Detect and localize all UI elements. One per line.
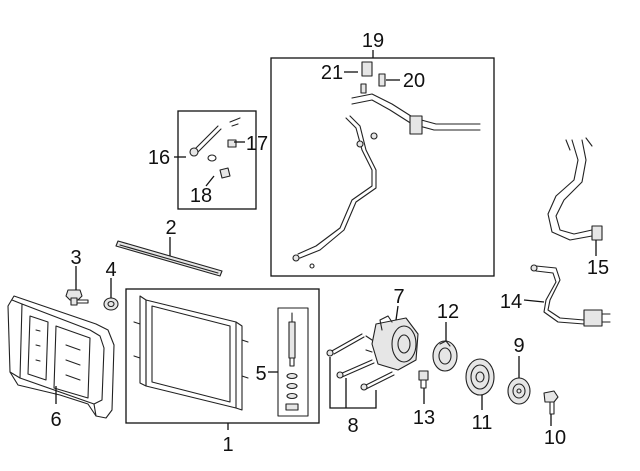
callout-1: 1 <box>222 434 233 456</box>
callout-9: 9 <box>513 335 524 357</box>
callout-14: 14 <box>500 291 522 313</box>
callout-10: 10 <box>544 427 566 449</box>
callout-20: 20 <box>403 70 425 92</box>
part-pulley[interactable] <box>465 358 495 396</box>
callout-3: 3 <box>70 247 81 269</box>
callout-6: 6 <box>50 409 61 431</box>
callout-2: 2 <box>165 217 176 239</box>
condenser-group-box <box>125 288 320 424</box>
part-discharge-hose[interactable] <box>530 264 611 327</box>
callout-11: 11 <box>472 412 493 434</box>
part-nut-4[interactable] <box>103 297 119 311</box>
part-compressor[interactable] <box>365 315 419 371</box>
liquid-line-group-box <box>270 57 495 277</box>
part-receiver-drier-kit[interactable] <box>277 307 309 417</box>
part-suction-hose[interactable] <box>547 137 603 241</box>
part-liquid-line[interactable] <box>292 61 481 269</box>
part-condenser[interactable] <box>133 295 249 411</box>
callout-12: 12 <box>437 301 459 323</box>
callout-4: 4 <box>105 259 116 281</box>
callout-18: 18 <box>190 185 212 207</box>
callout-7: 7 <box>393 286 404 308</box>
callout-15: 15 <box>587 257 609 279</box>
part-clutch-coil[interactable] <box>432 340 458 372</box>
callout-19: 19 <box>362 30 384 52</box>
callout-5: 5 <box>255 363 266 385</box>
part-bolt-10[interactable] <box>543 390 559 415</box>
part-bolt-3[interactable] <box>65 289 89 306</box>
callout-16: 16 <box>148 147 170 169</box>
part-compressor-bolts[interactable] <box>326 333 395 391</box>
callout-17: 17 <box>246 133 268 155</box>
part-seal-strip[interactable] <box>115 240 223 277</box>
leader-lines <box>55 50 597 430</box>
fitting-kit-group-box <box>177 110 257 210</box>
part-clutch-hub[interactable] <box>507 377 531 405</box>
part-radiator-support[interactable] <box>7 295 115 419</box>
part-fitting-kit[interactable] <box>189 117 241 179</box>
callout-13: 13 <box>413 407 435 429</box>
callout-21: 21 <box>321 62 343 84</box>
part-pressure-switch[interactable] <box>418 370 429 389</box>
callout-8: 8 <box>347 415 358 437</box>
